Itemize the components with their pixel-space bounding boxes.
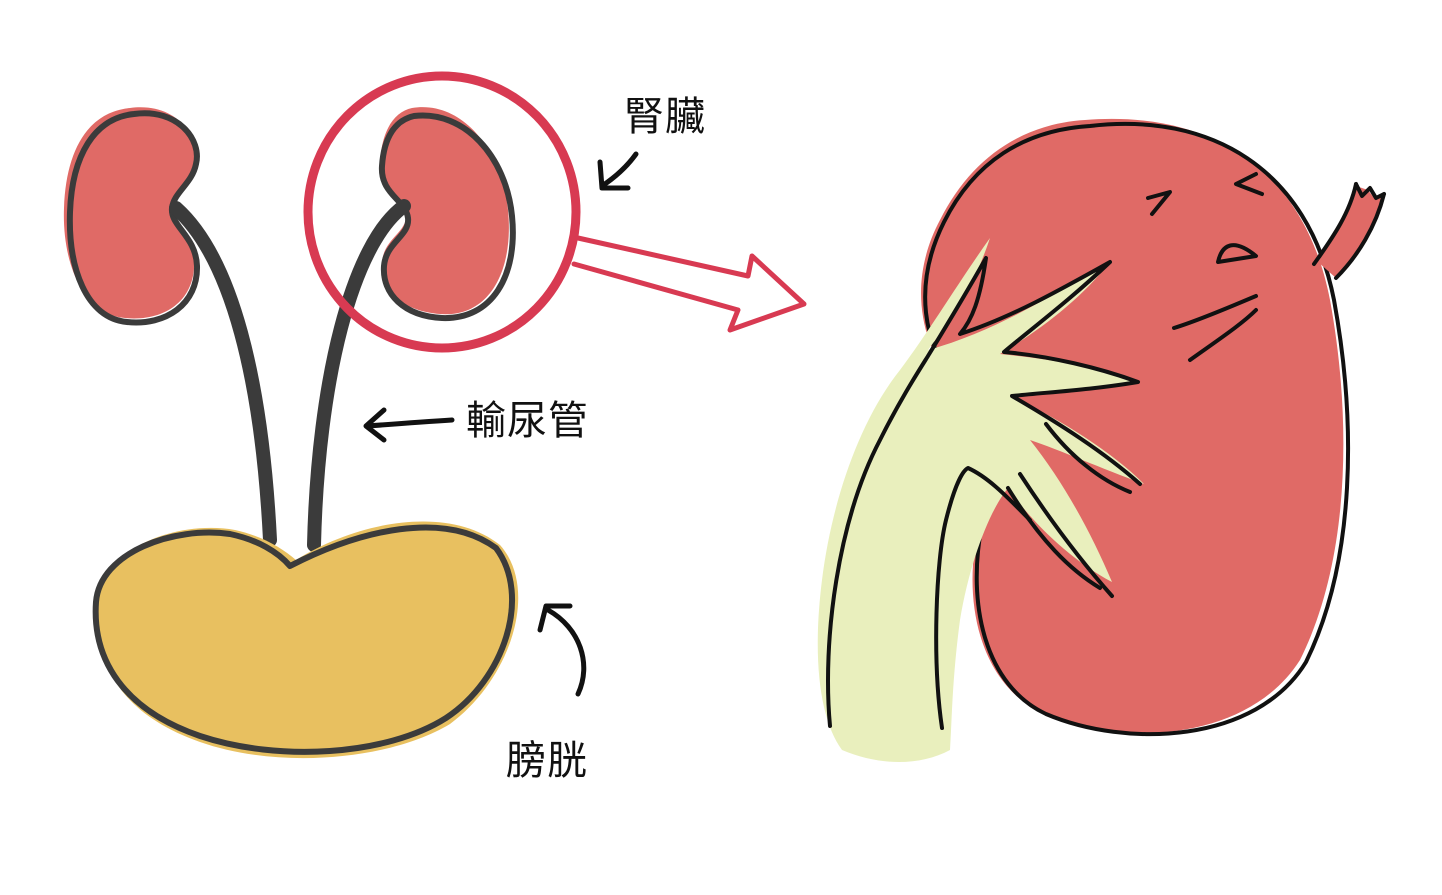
highlight-circle [303,71,581,353]
enlarged-kidney [817,118,1386,762]
bladder-label: 膀胱 [506,738,588,784]
bladder [92,521,519,759]
right-kidney [378,107,516,322]
bladder-pointer-arrow-icon [537,603,587,697]
left-kidney [63,107,201,326]
kidney-pointer-arrow-icon [597,151,639,191]
kidney-face [1146,172,1264,362]
zoom-arrow-icon [571,235,807,333]
ureter-label: 輸尿管 [466,398,589,444]
kidney-label: 腎臟 [624,94,706,140]
ureters [169,199,411,552]
ureter-pointer-arrow-icon [363,407,455,443]
